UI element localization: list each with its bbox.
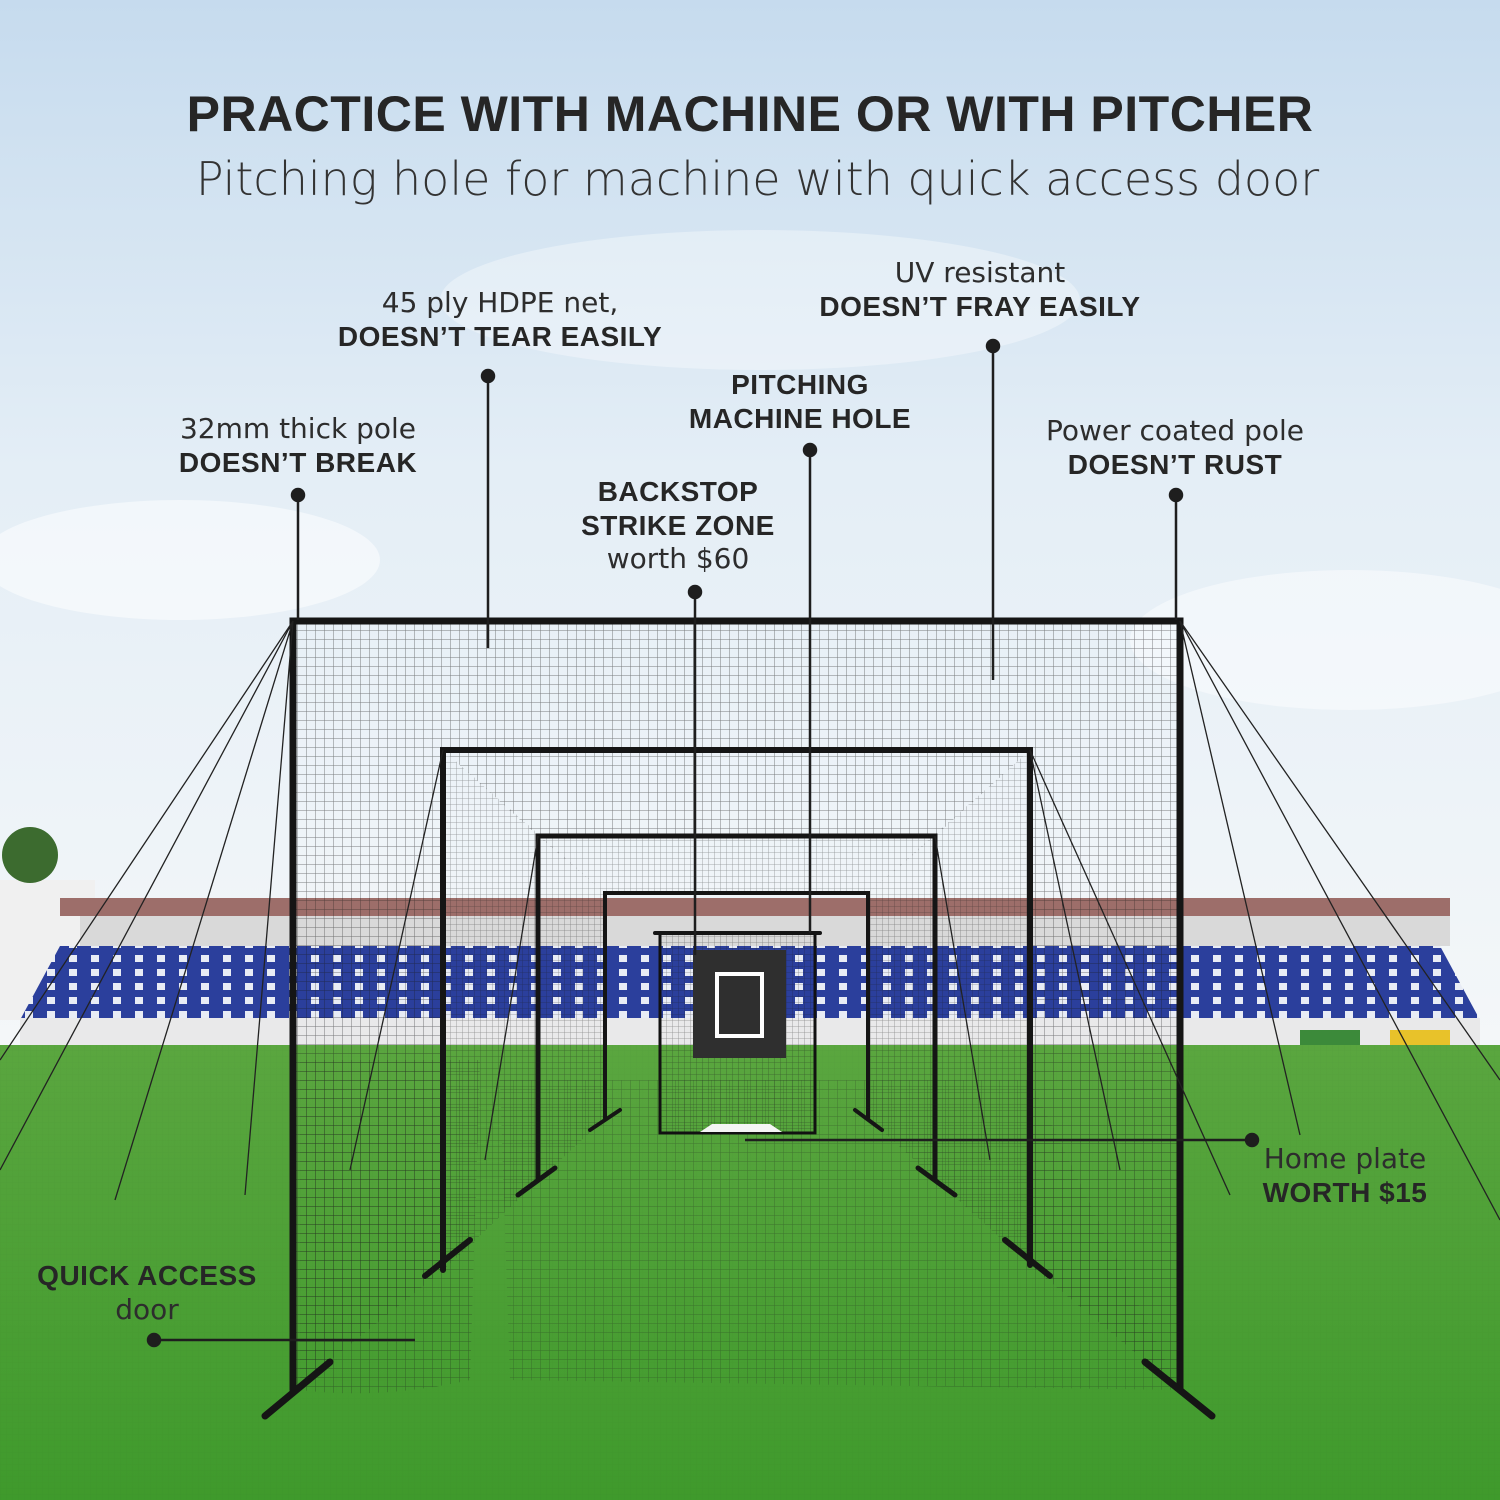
callout-pole-thickness: 32mm thick pole DOESN’T BREAK: [148, 412, 448, 479]
callout-backstop-line2: STRIKE ZONE: [581, 509, 775, 541]
callout-door-line1: QUICK ACCESS: [37, 1260, 257, 1291]
callout-coating: Power coated pole DOESN’T RUST: [1025, 414, 1325, 481]
cage-frame: [261, 617, 1216, 1420]
callout-backstop-line3: worth $60: [606, 542, 750, 576]
callout-uv: UV resistant DOESN’T FRAY EASILY: [795, 256, 1165, 323]
guy-lines: [0, 620, 1500, 1221]
backstop-strike-zone: [693, 950, 786, 1058]
callout-home-plate-line2: WORTH $15: [1262, 1176, 1428, 1208]
callout-home-plate-line1: Home plate: [1263, 1142, 1427, 1175]
callout-uv-line2: DOESN’T FRAY EASILY: [819, 290, 1141, 322]
cage-net: [293, 621, 1180, 1394]
callout-door-line2: door: [115, 1292, 179, 1326]
callout-coating-line1: Power coated pole: [1045, 414, 1305, 447]
callout-machine-hole-line2: MACHINE HOLE: [688, 402, 912, 434]
callout-pole-thickness-line1: 32mm thick pole: [179, 412, 416, 445]
callout-uv-line1: UV resistant: [894, 256, 1066, 289]
page-subtitle: Pitching hole for machine with quick acc…: [195, 152, 1320, 206]
home-plate: [700, 1124, 782, 1132]
callout-machine-hole: PITCHING MACHINE HOLE: [660, 368, 940, 435]
callout-net-line2: DOESN’T TEAR EASILY: [337, 320, 663, 352]
callout-machine-hole-line1: PITCHING: [731, 369, 869, 400]
callout-pole-thickness-line2: DOESN’T BREAK: [178, 446, 418, 478]
callout-door: QUICK ACCESS door: [22, 1259, 272, 1326]
callout-net-line1: 45 ply HDPE net,: [381, 286, 619, 319]
callout-leaders: [146, 338, 1260, 1348]
callout-coating-line2: DOESN’T RUST: [1067, 448, 1283, 480]
callout-backstop-line1: BACKSTOP: [597, 476, 759, 507]
page-title: PRACTICE WITH MACHINE OR WITH PITCHER: [186, 86, 1314, 142]
callout-net: 45 ply HDPE net, DOESN’T TEAR EASILY: [320, 286, 680, 353]
callout-home-plate: Home plate WORTH $15: [1235, 1142, 1455, 1209]
callout-backstop: BACKSTOP STRIKE ZONE worth $60: [548, 475, 808, 576]
